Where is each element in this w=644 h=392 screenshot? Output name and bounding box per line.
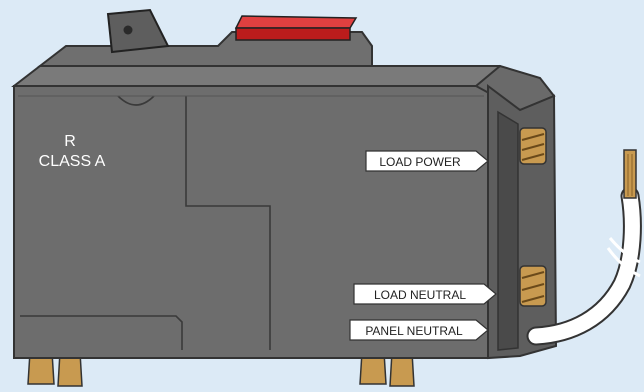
callout-panel-neutral: PANEL NEUTRAL bbox=[350, 320, 488, 340]
callout-load-neutral-label: LOAD NEUTRAL bbox=[374, 288, 466, 302]
marking-line-2: CLASS A bbox=[39, 153, 106, 170]
terminal-screw-bottom-icon bbox=[520, 266, 546, 306]
callout-load-neutral: LOAD NEUTRAL bbox=[354, 284, 496, 304]
breaker-handle-icon bbox=[108, 10, 168, 52]
breaker-body bbox=[14, 86, 488, 358]
callout-panel-neutral-label: PANEL NEUTRAL bbox=[365, 324, 463, 338]
test-button-icon bbox=[236, 16, 356, 40]
callout-load-power-label: LOAD POWER bbox=[379, 155, 461, 169]
terminal-screw-top-icon bbox=[520, 128, 546, 164]
top-ledge bbox=[14, 66, 518, 86]
terminal-channel bbox=[498, 112, 518, 350]
marking-line-1: R bbox=[64, 133, 76, 150]
callout-load-power: LOAD POWER bbox=[366, 151, 488, 171]
